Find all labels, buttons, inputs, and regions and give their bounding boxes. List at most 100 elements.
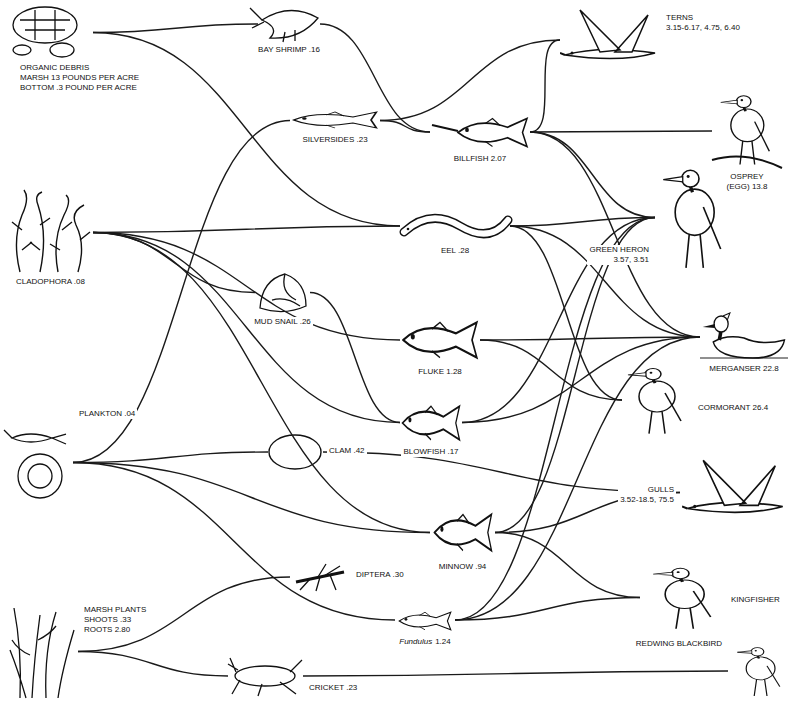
organism-label: OSPREY(EGG) 13.8 (725, 172, 770, 192)
organism-node: FLUKE 1.28 (400, 315, 480, 365)
organism-name: OSPREY (727, 172, 768, 182)
organism-name: REDWING BLACKBIRD (636, 639, 722, 649)
billfish-beak (432, 125, 458, 131)
organism-name: MUD SNAIL .26 (254, 317, 311, 327)
cladophora-drawing (12, 190, 90, 272)
organism-label: CORMORANT 26.4 (696, 403, 770, 413)
food-chain-line (380, 40, 560, 121)
organism-node: EEL .28 (400, 208, 510, 244)
billfish-body (458, 119, 527, 147)
organism-name: SILVERSIDES .23 (302, 135, 367, 145)
organism-name: BAY SHRIMP .16 (258, 45, 320, 55)
organism-node: SILVERSIDES .23 (290, 108, 380, 133)
organism-label: MINNOW .94 (437, 562, 489, 572)
organism-name: DIPTERA .30 (356, 570, 404, 580)
organism-label: DIPTERA .30 (354, 570, 406, 580)
grass-blades (10, 608, 74, 698)
shell (13, 45, 31, 55)
organism-label: BILLFISH 2.07 (452, 154, 508, 164)
ddt-value: 3.57, 3.51 (589, 255, 649, 265)
diatom (18, 454, 62, 498)
organism-node: DIPTERA .30 (290, 562, 350, 592)
fly-legs-wings (300, 564, 340, 591)
organism-name: EEL .28 (441, 246, 469, 256)
eel-drawing (404, 218, 508, 233)
gull-drawing (682, 460, 783, 512)
blowfish-drawing (402, 406, 459, 440)
organism-node: Fundulus1.24 (395, 605, 455, 635)
ddt-value: 3.52-18.5, 75.5 (620, 495, 674, 505)
ddt-value: (EGG) 13.8 (727, 182, 768, 192)
organism-label: Fundulus1.24 (397, 637, 453, 647)
shrimp-body (262, 10, 318, 38)
organism-name: MARSH PLANTS (84, 605, 146, 615)
organism-name: CRICKET .23 (309, 683, 357, 693)
kingfisher-drawing (653, 568, 710, 628)
copepod (12, 434, 52, 442)
food-chain-line (455, 337, 700, 620)
organism-node: MARSH PLANTSSHOOTS .33ROOTS 2.80 (8, 605, 78, 698)
fundulus-drawing (399, 612, 451, 630)
food-chain-line (73, 463, 430, 533)
organism-node: REDWING BLACKBIRD (728, 645, 786, 697)
food-chain-line (510, 226, 700, 337)
ddt-value: 1.24 (435, 637, 451, 646)
alga-strand (16, 190, 26, 272)
organism-label: FLUKE 1.28 (416, 367, 464, 377)
organism-name: CORMORANT 26.4 (698, 403, 768, 413)
cricket-body (235, 666, 295, 686)
food-chain-line (78, 577, 290, 652)
osprey-drawing (712, 96, 782, 168)
organism-node: MINNOW .94 (430, 505, 495, 560)
organism-node: TERNS3.15-6.17, 4.75, 6.40 (560, 5, 660, 75)
organism-node: CLAM .42 (268, 433, 323, 471)
food-chain-line (530, 132, 655, 218)
organism-name: GULLS (620, 485, 674, 495)
organism-label: BAY SHRIMP .16 (256, 45, 322, 55)
organism-label: KINGFISHER (729, 595, 782, 605)
organism-label: EEL .28 (439, 246, 471, 256)
food-chain-line (310, 293, 400, 423)
minnow-drawing (434, 515, 491, 551)
food-chain-line (530, 40, 560, 132)
organism-label: MERGANSER 22.8 (707, 364, 780, 374)
food-chain-line (93, 233, 430, 533)
diptera-drawing (296, 564, 344, 591)
plankton-drawing (4, 430, 66, 498)
ddt-value: ROOTS 2.80 (84, 625, 146, 635)
ddt-value: 3.15-6.17, 4.75, 6.40 (666, 23, 740, 33)
food-chain-line (78, 652, 228, 677)
food-chain-line (73, 452, 268, 463)
green-heron-drawing (663, 170, 720, 268)
copepod-legs (4, 430, 66, 444)
organism-node: BAY SHRIMP .16 (258, 5, 320, 43)
food-chain-line (73, 121, 290, 463)
organism-label: PLANKTON .04 (77, 409, 137, 419)
food-chain-line (495, 533, 640, 598)
organism-node: CORMORANT 26.4 (622, 365, 692, 435)
snail-shell (260, 274, 306, 312)
food-chain-line (73, 463, 395, 621)
marsh-plants-drawing (10, 608, 74, 698)
mud-snail-drawing (260, 274, 306, 312)
organism-label: REDWING BLACKBIRD (634, 639, 724, 649)
bone-lines (20, 10, 70, 40)
skull-outline (13, 7, 77, 43)
organism-label: MARSH PLANTSSHOOTS .33ROOTS 2.80 (82, 605, 148, 635)
organism-node: OSPREY(EGG) 13.8 (712, 92, 782, 170)
organism-label: SILVERSIDES .23 (300, 135, 369, 145)
eel-eye (407, 228, 410, 231)
organism-name: ORGANIC DEBRIS (20, 63, 139, 73)
food-chain-line (380, 121, 430, 133)
organism-name: FLUKE 1.28 (418, 367, 462, 377)
organism-name: TERNS (666, 13, 740, 23)
cricket-legs (228, 658, 302, 696)
eel-outline (404, 218, 508, 233)
alga-branches (12, 218, 90, 250)
organism-name: BLOWFISH .17 (403, 447, 458, 457)
cricket-drawing (228, 658, 302, 696)
organism-label: ORGANIC DEBRISMARSH 13 POUNDS PER ACREBO… (18, 63, 141, 93)
osprey-body (721, 96, 770, 165)
